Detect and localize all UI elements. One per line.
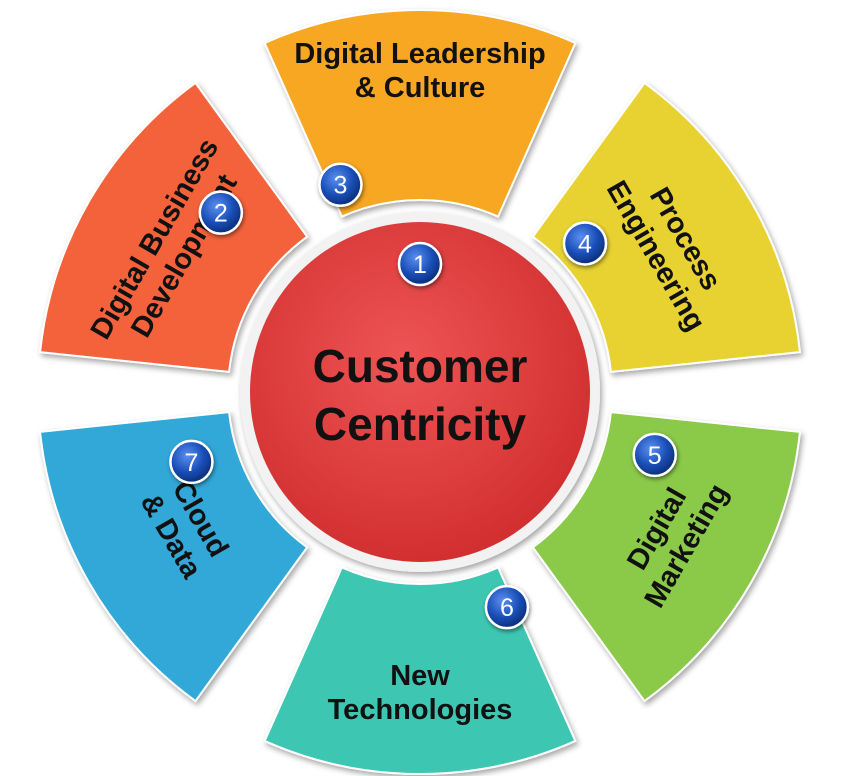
center-label-line: Customer (313, 340, 528, 392)
number-badge-2: 2 (198, 190, 244, 235)
badge-number: 4 (578, 230, 592, 258)
center-label-line: Centricity (314, 398, 527, 450)
number-badge-3: 3 (318, 162, 363, 207)
segment-cloud-data: Cloud& Data (38, 410, 309, 703)
badge-circle (198, 190, 244, 235)
segment-label-line: & Culture (355, 72, 486, 104)
segment-digital-business-development: Digital BusinessDevelopment (38, 81, 309, 374)
badge-circle (562, 221, 608, 266)
segment-label-digital-leadership-culture: Digital Leadership& Culture (294, 38, 545, 104)
center-circle (250, 222, 590, 562)
segment-shape-digital-marketing (531, 410, 802, 703)
badge-number: 1 (413, 251, 427, 279)
number-badge-6: 6 (484, 584, 530, 630)
badge-circle (169, 439, 214, 485)
segment-shape-cloud-data (38, 410, 309, 703)
badge-circle (397, 241, 443, 287)
segment-label-line: Digital Leadership (294, 38, 545, 70)
segment-digital-marketing: DigitalMarketing (531, 410, 802, 703)
number-badge-4: 4 (562, 221, 608, 266)
segment-process-engineering: ProcessEngineering (531, 81, 802, 374)
badge-circle (632, 432, 677, 478)
segment-shape-process-engineering (531, 81, 802, 374)
number-badge-5: 5 (632, 432, 677, 478)
segment-label-line: New (390, 660, 450, 692)
number-badge-1: 1 (397, 241, 443, 287)
badge-number: 5 (648, 442, 662, 470)
badge-number: 3 (333, 172, 347, 200)
segment-label-line: Technologies (328, 694, 513, 726)
badge-number: 7 (184, 449, 198, 477)
badge-number: 6 (500, 594, 514, 622)
segment-shape-digital-business-development (38, 81, 309, 374)
badge-circle (318, 162, 363, 207)
number-badge-7: 7 (169, 439, 214, 485)
badge-number: 2 (214, 200, 228, 228)
badge-circle (484, 584, 530, 630)
segment-digital-leadership-culture: Digital Leadership& Culture (263, 9, 577, 218)
